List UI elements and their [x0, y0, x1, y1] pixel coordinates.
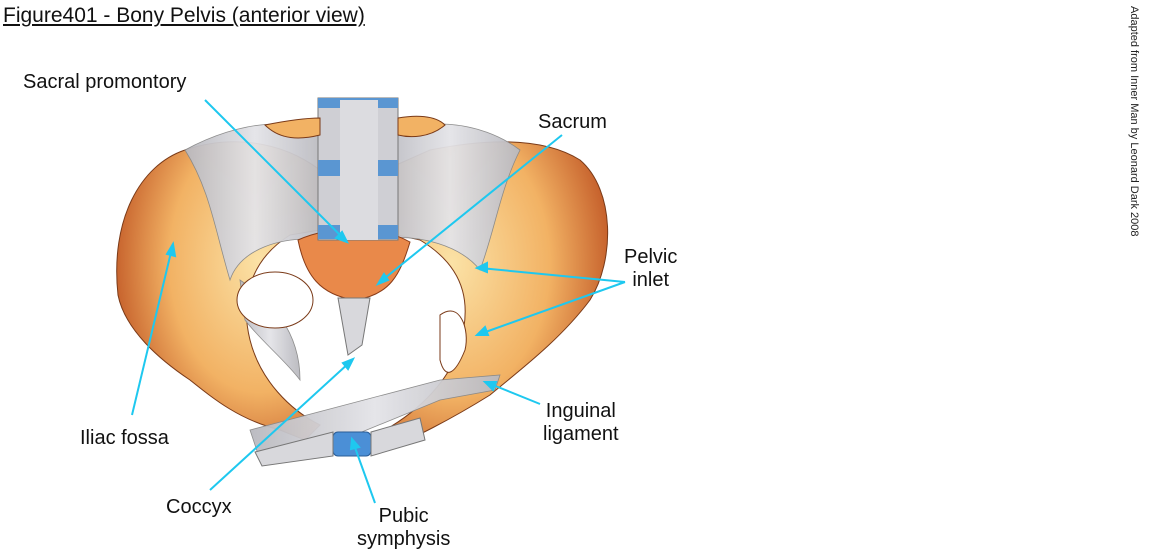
leader-lines — [131, 99, 626, 504]
label-inguinal-ligament: Inguinal ligament — [543, 400, 619, 446]
label-sacrum: Sacrum — [538, 111, 607, 133]
label-iliac-fossa: Iliac fossa — [80, 427, 169, 449]
label-pubic-line2: symphysis — [357, 528, 451, 550]
obturator-foramina — [236, 271, 467, 373]
label-pelvic-inlet-line1: Pelvic — [624, 246, 678, 268]
label-inguinal-line2: ligament — [543, 423, 619, 445]
label-inguinal-line1: Inguinal — [545, 400, 616, 422]
sacrum — [297, 228, 411, 356]
label-sacral-promontory: Sacral promontory — [23, 71, 187, 93]
label-pubic-line1: Pubic — [378, 505, 429, 527]
label-pelvic-inlet: Pelvic inlet — [624, 246, 677, 292]
label-pelvic-inlet-line2: inlet — [632, 269, 670, 291]
label-coccyx: Coccyx — [166, 496, 232, 518]
figure-title: Figure401 - Bony Pelvis (anterior view) — [3, 4, 365, 27]
label-pubic-symphysis: Pubic symphysis — [357, 505, 450, 551]
lumbar-spine — [263, 97, 446, 241]
